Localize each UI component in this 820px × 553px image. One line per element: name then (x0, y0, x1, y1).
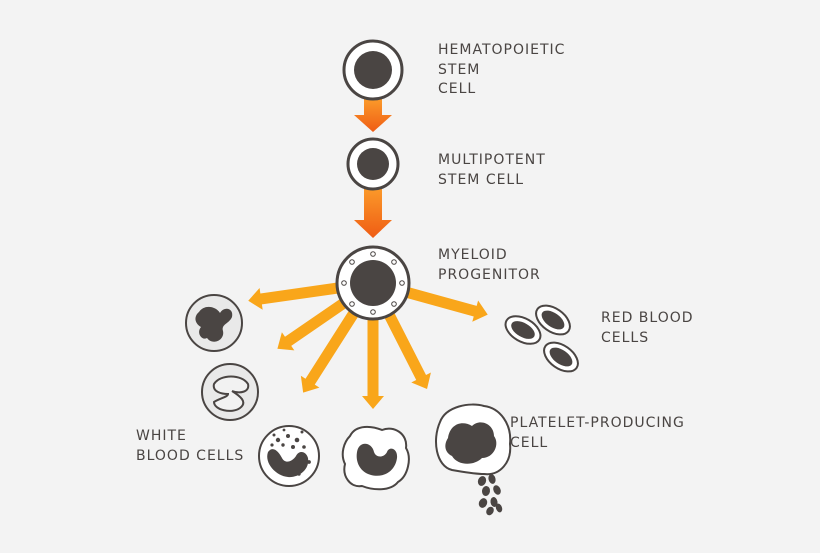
label-hematopoietic-stem-cell: HEMATOPOIETIC STEM CELL (438, 42, 566, 97)
label-myeloid-progenitor: MYELOID PROGENITOR (438, 247, 541, 283)
myeloid-progenitor-cell (335, 245, 411, 321)
arrow-multipotent-to-myeloid (354, 188, 392, 238)
multipotent-stem-cell (346, 137, 400, 191)
label-red-blood-cells: RED BLOOD CELLS (601, 310, 694, 346)
label-platelet-producing-cell: PLATELET-PRODUCING CELL (510, 415, 685, 451)
white-blood-cell-neutrophil (185, 294, 243, 352)
arrow-hsc-to-multipotent (354, 99, 392, 132)
red-blood-cells (504, 304, 579, 373)
label-multipotent-stem-cell: MULTIPOTENT STEM CELL (438, 152, 546, 188)
white-blood-cell-monocyte (201, 363, 259, 421)
white-blood-cell-basophil (258, 425, 320, 487)
white-blood-cell-macrophage (341, 425, 410, 491)
label-white-blood-cells: WHITE BLOOD CELLS (136, 428, 245, 464)
platelet-producing-cell (435, 403, 512, 476)
hematopoietic-stem-cell (342, 39, 404, 101)
platelets (477, 474, 503, 516)
